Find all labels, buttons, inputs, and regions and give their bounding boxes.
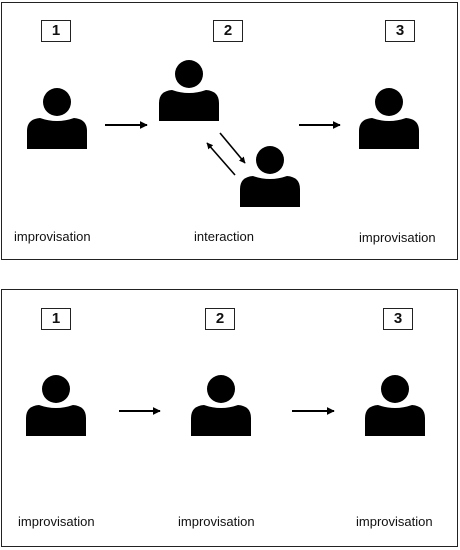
panel-improvisation: 1 2 3 improvisation improvisation improv… [1,289,458,547]
step-3-box: 3 [383,308,413,330]
arrow-diagonal-down-icon [219,132,246,164]
panel-interaction: 1 2 3 improvisation interaction improvis… [1,2,458,260]
arrows-layer [105,121,341,176]
label-improvisation: improvisation [359,230,436,245]
step-1-box: 1 [41,20,71,42]
label-improvisation: improvisation [14,229,91,244]
label-improvisation: improvisation [178,514,255,529]
arrow-diagonal-up-icon [206,142,236,176]
label-improvisation: improvisation [18,514,95,529]
step-3-box: 3 [385,20,415,42]
label-improvisation: improvisation [356,514,433,529]
arrows-layer [119,407,335,415]
step-1-box: 1 [41,308,71,330]
label-interaction: interaction [194,229,254,244]
step-2-box: 2 [205,308,235,330]
step-2-box: 2 [213,20,243,42]
